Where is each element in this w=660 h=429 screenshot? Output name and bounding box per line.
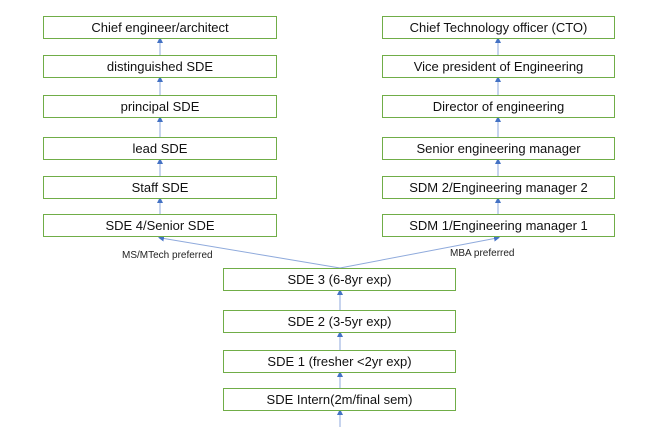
node-cto: Chief Technology officer (CTO) xyxy=(382,16,615,39)
node-lead-sde: lead SDE xyxy=(43,137,277,160)
node-vp-engineering: Vice president of Engineering xyxy=(382,55,615,78)
node-sde2: SDE 2 (3-5yr exp) xyxy=(223,310,456,333)
node-director-engineering: Director of engineering xyxy=(382,95,615,118)
node-sde3: SDE 3 (6-8yr exp) xyxy=(223,268,456,291)
branch-label-left: MS/MTech preferred xyxy=(122,250,213,261)
node-sde-intern: SDE Intern(2m/final sem) xyxy=(223,388,456,411)
node-principal-sde: principal SDE xyxy=(43,95,277,118)
node-distinguished-sde: distinguished SDE xyxy=(43,55,277,78)
branch-label-right: MBA preferred xyxy=(450,248,515,259)
node-sdm1: SDM 1/Engineering manager 1 xyxy=(382,214,615,237)
node-sdm2: SDM 2/Engineering manager 2 xyxy=(382,176,615,199)
node-sde4: SDE 4/Senior SDE xyxy=(43,214,277,237)
node-sde1: SDE 1 (fresher <2yr exp) xyxy=(223,350,456,373)
node-senior-engineering-manager: Senior engineering manager xyxy=(382,137,615,160)
node-chief-engineer: Chief engineer/architect xyxy=(43,16,277,39)
node-staff-sde: Staff SDE xyxy=(43,176,277,199)
